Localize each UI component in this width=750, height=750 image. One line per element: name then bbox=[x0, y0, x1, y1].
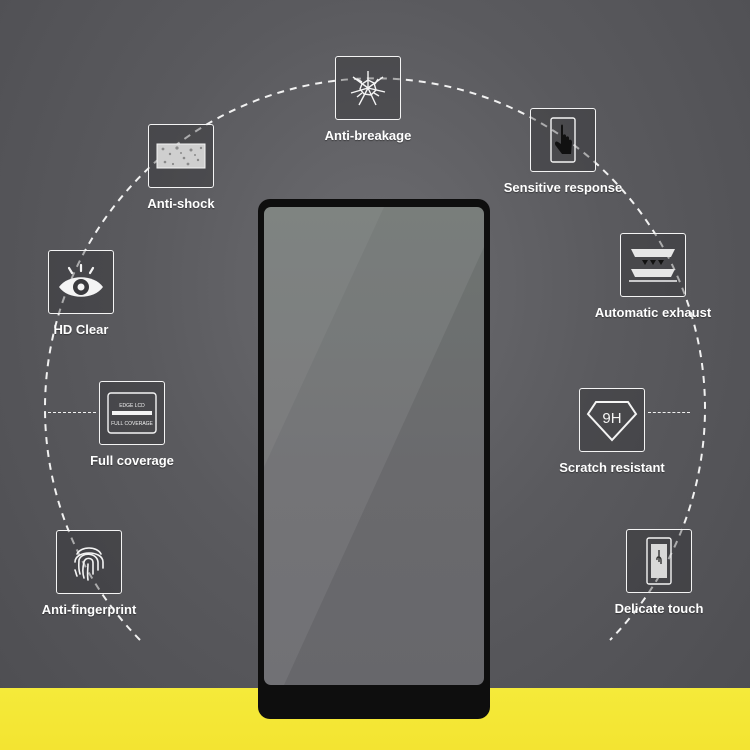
feature-delicate-touch: Delicate touch bbox=[589, 529, 729, 616]
layer-press-icon bbox=[620, 233, 686, 297]
feature-anti-fingerprint: Anti-fingerprint bbox=[19, 530, 159, 617]
feature-label: Automatic exhaust bbox=[594, 305, 712, 320]
feature-sensitive-response: Sensitive response bbox=[493, 108, 633, 195]
feature-label: HD Clear bbox=[53, 322, 109, 337]
feature-label: Scratch resistant bbox=[559, 460, 665, 475]
touch-hand-icon bbox=[530, 108, 596, 172]
feature-label: Delicate touch bbox=[614, 601, 704, 616]
feature-automatic-exhaust: Automatic exhaust bbox=[583, 233, 723, 320]
phone-screen bbox=[264, 207, 484, 685]
feature-hd-clear: HD Clear bbox=[11, 250, 151, 337]
full-coverage-icon: EDGE LCD FULL COVERAGE bbox=[99, 381, 165, 445]
diamond-9h-icon: 9H bbox=[579, 388, 645, 452]
phone-touch-icon bbox=[626, 529, 692, 593]
glass-shard-icon bbox=[148, 124, 214, 188]
phone-screen-protector bbox=[258, 199, 490, 719]
feature-anti-breakage: Anti-breakage bbox=[298, 56, 438, 143]
feature-full-coverage: EDGE LCD FULL COVERAGE Full coverage bbox=[62, 381, 202, 468]
feature-scratch-resistant: 9H Scratch resistant bbox=[542, 388, 682, 475]
eye-icon bbox=[48, 250, 114, 314]
feature-anti-shock: Anti-shock bbox=[111, 124, 251, 211]
feature-label: Sensitive response bbox=[503, 180, 623, 195]
fingerprint-icon bbox=[56, 530, 122, 594]
glass-shine bbox=[264, 207, 484, 685]
feature-label: Anti-shock bbox=[147, 196, 215, 211]
edge-lcd-text: EDGE LCD bbox=[119, 403, 145, 409]
shatter-icon bbox=[335, 56, 401, 120]
feature-label: Anti-breakage bbox=[324, 128, 412, 143]
feature-label: Full coverage bbox=[90, 453, 174, 468]
phone-notch bbox=[350, 199, 394, 203]
full-coverage-text: FULL COVERAGE bbox=[111, 421, 153, 427]
hardness-badge: 9H bbox=[602, 410, 621, 427]
connector-line-left bbox=[48, 412, 96, 413]
connector-line-right bbox=[648, 412, 690, 413]
feature-label: Anti-fingerprint bbox=[41, 602, 137, 617]
